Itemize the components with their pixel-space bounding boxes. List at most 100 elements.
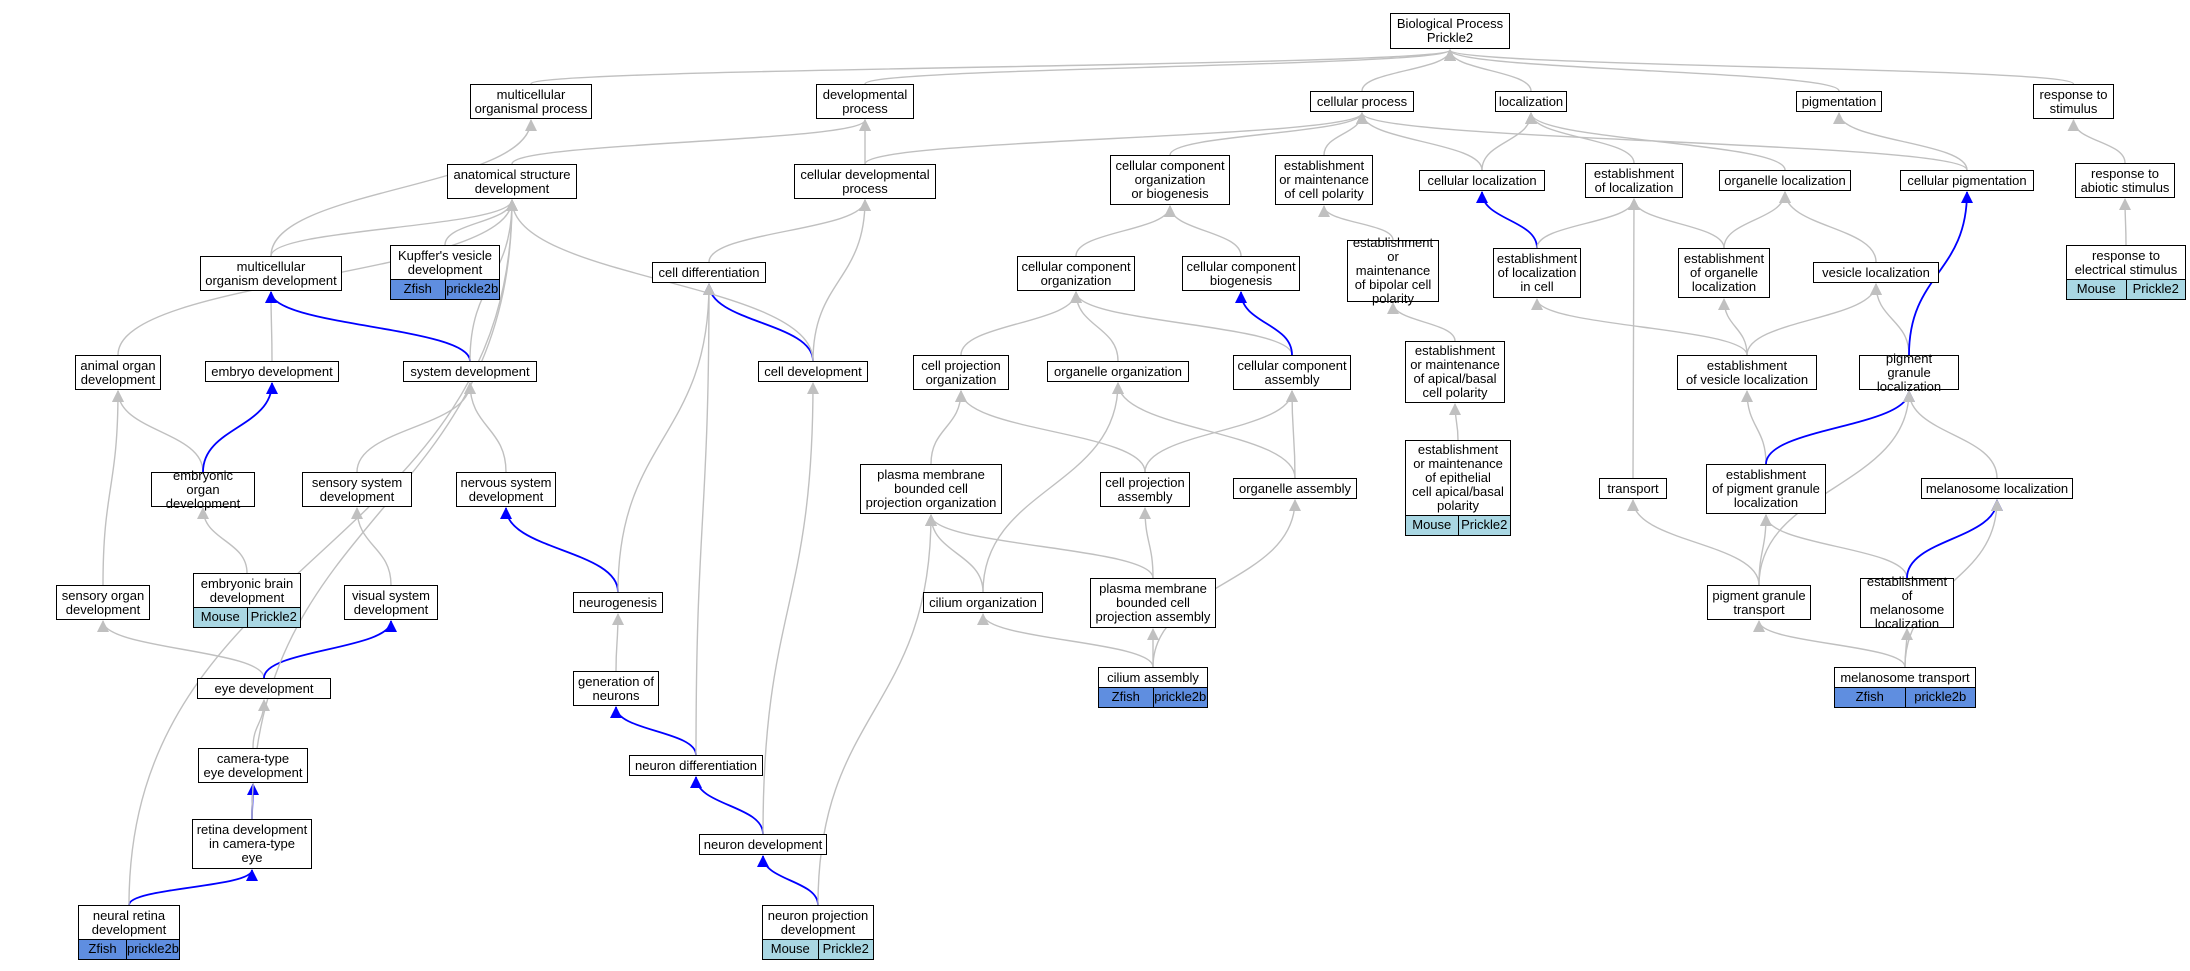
edge-neuron-differentiation-to-generation-of-neurons xyxy=(610,706,697,756)
go-term-est-maint-apical-basal-cell-polarity[interactable]: establishment or maintenance of apical/b… xyxy=(1405,341,1505,403)
go-term-kupffers-vesicle-development[interactable]: Kupffer's vesicle development xyxy=(390,245,500,280)
edge-cellular-developmental-process-to-cellular-process xyxy=(864,112,1368,165)
go-term-neuron-projection-development[interactable]: neuron projection development xyxy=(762,905,874,940)
go-term-establishment-of-localization-in-cell[interactable]: establishment of localization in cell xyxy=(1493,248,1581,298)
go-term-cellular-localization[interactable]: cellular localization xyxy=(1419,170,1545,191)
go-term-pigment-granule-localization[interactable]: pigment granule localization xyxy=(1859,351,1959,393)
go-term-est-maint-epithelial-cell-apical-basal-polarity[interactable]: establishment or maintenance of epitheli… xyxy=(1405,440,1511,516)
edge-eye-development-to-visual-system-development xyxy=(263,620,397,679)
go-term-generation-of-neurons[interactable]: generation of neurons xyxy=(573,671,659,706)
edge-developmental-process-to-bp-root xyxy=(864,49,1456,85)
go-term-developmental-process[interactable]: developmental process xyxy=(816,84,914,119)
go-term-cellular-component-assembly[interactable]: cellular component assembly xyxy=(1233,355,1351,390)
edge-cellular-component-biogenesis-to-cellular-component-org-biogenesis xyxy=(1164,205,1242,257)
go-term-cellular-pigmentation[interactable]: cellular pigmentation xyxy=(1900,170,2034,191)
go-term-embryonic-organ-development[interactable]: embryonic organ development xyxy=(151,468,255,510)
go-term-multicellular-organism-development[interactable]: multicellular organism development xyxy=(200,256,342,291)
edge-cellular-component-org-biogenesis-to-cellular-process xyxy=(1169,112,1368,156)
go-term-embryonic-brain-development[interactable]: embryonic brain development xyxy=(193,573,301,608)
go-term-response-to-abiotic-stimulus[interactable]: response to abiotic stimulus xyxy=(2075,163,2175,198)
go-term-animal-organ-development[interactable]: animal organ development xyxy=(75,355,161,390)
go-term-response-to-stimulus[interactable]: response to stimulus xyxy=(2033,84,2114,119)
go-term-transport[interactable]: transport xyxy=(1599,478,1667,499)
go-term-embryo-development[interactable]: embryo development xyxy=(205,361,339,382)
go-term-visual-system-development[interactable]: visual system development xyxy=(344,585,438,620)
go-term-cellular-component-org-biogenesis[interactable]: cellular component organization or bioge… xyxy=(1110,155,1230,205)
edge-camera-type-eye-development-to-eye-development xyxy=(252,699,270,749)
edge-pigment-granule-transport-to-pigment-granule-localization xyxy=(1758,390,1915,586)
go-term-organelle-localization[interactable]: organelle localization xyxy=(1719,170,1851,191)
annotation-species: Mouse xyxy=(1406,516,1458,535)
go-term-neurogenesis[interactable]: neurogenesis xyxy=(573,592,663,613)
edge-cellular-pigmentation-to-cellular-process xyxy=(1356,112,1968,171)
go-term-localization[interactable]: localization xyxy=(1495,91,1567,112)
go-term-cell-differentiation[interactable]: cell differentiation xyxy=(652,262,766,283)
go-term-bp-root[interactable]: Biological Process Prickle2 xyxy=(1390,13,1510,49)
go-term-sensory-organ-development[interactable]: sensory organ development xyxy=(56,585,150,620)
edge-pigmentation-to-bp-root xyxy=(1444,49,1840,92)
go-term-vesicle-localization[interactable]: vesicle localization xyxy=(1813,262,1939,283)
go-term-melanosome-transport[interactable]: melanosome transport xyxy=(1834,667,1976,688)
edge-anatomical-structure-development-to-developmental-process xyxy=(511,119,871,165)
go-term-cell-projection-assembly[interactable]: cell projection assembly xyxy=(1100,472,1190,507)
edge-establishment-of-vesicle-localization-to-establishment-of-organelle-localization xyxy=(1718,298,1748,356)
go-term-camera-type-eye-development[interactable]: camera-type eye development xyxy=(198,748,308,783)
annotation-gene: Prickle2 xyxy=(246,608,300,627)
edge-melanosome-transport-to-pigment-granule-transport xyxy=(1753,620,1906,668)
go-term-retina-development-in-camera-type-eye[interactable]: retina development in camera-type eye xyxy=(192,819,312,869)
go-term-cell-development[interactable]: cell development xyxy=(758,361,868,382)
edge-neuron-projection-development-to-neuron-development xyxy=(757,855,819,906)
go-term-cellular-process[interactable]: cellular process xyxy=(1310,91,1414,112)
edge-embryonic-organ-development-to-animal-organ-development xyxy=(112,390,204,473)
edge-organelle-assembly-to-cellular-component-assembly xyxy=(1286,390,1299,479)
go-term-sensory-system-development[interactable]: sensory system development xyxy=(302,472,412,507)
edge-establishment-of-vesicle-localization-to-establishment-of-localization-in-cell xyxy=(1531,298,1748,356)
annotation-gene: prickle2b xyxy=(125,940,179,959)
edge-system-development-to-multicellular-organism-development xyxy=(265,291,471,362)
go-term-eye-development[interactable]: eye development xyxy=(197,678,331,699)
go-term-cellular-component-organization[interactable]: cellular component organization xyxy=(1017,256,1135,291)
go-term-anatomical-structure-development[interactable]: anatomical structure development xyxy=(447,164,577,199)
edge-sensory-organ-development-to-animal-organ-development xyxy=(102,390,124,586)
edge-establishment-of-melanosome-localization-to-melanosome-localization xyxy=(1906,499,2003,579)
go-term-pigment-granule-transport[interactable]: pigment granule transport xyxy=(1707,585,1811,620)
go-term-response-to-electrical-stimulus[interactable]: response to electrical stimulus xyxy=(2066,245,2186,280)
edge-neurogenesis-to-nervous-system-development xyxy=(500,507,619,593)
go-term-cilium-assembly[interactable]: cilium assembly xyxy=(1098,667,1208,688)
go-term-establishment-of-pigment-granule-localization[interactable]: establishment of pigment granule localiz… xyxy=(1706,464,1826,514)
edge-kupffers-vesicle-development-to-anatomical-structure-development xyxy=(444,199,518,246)
go-term-cellular-developmental-process[interactable]: cellular developmental process xyxy=(794,164,936,199)
edge-est-maint-apical-basal-cell-polarity-to-est-maint-bipolar-cell-polarity xyxy=(1387,302,1456,342)
go-term-establishment-of-melanosome-localization[interactable]: establishment of melanosome localization xyxy=(1860,575,1954,631)
go-term-est-maint-cell-polarity[interactable]: establishment or maintenance of cell pol… xyxy=(1275,155,1373,205)
go-term-plasma-membrane-bounded-cell-projection-organization[interactable]: plasma membrane bounded cell projection … xyxy=(860,464,1002,514)
go-term-system-development[interactable]: system development xyxy=(403,361,537,382)
go-term-cellular-component-biogenesis[interactable]: cellular component biogenesis xyxy=(1182,256,1300,291)
go-term-plasma-membrane-bounded-cell-projection-assembly[interactable]: plasma membrane bounded cell projection … xyxy=(1090,578,1216,628)
go-term-pigmentation[interactable]: pigmentation xyxy=(1796,91,1882,112)
go-term-organelle-organization[interactable]: organelle organization xyxy=(1047,361,1189,382)
edge-establishment-of-localization-in-cell-to-establishment-of-localization xyxy=(1536,198,1640,249)
go-term-establishment-of-organelle-localization[interactable]: establishment of organelle localization xyxy=(1678,248,1770,298)
edge-embryonic-organ-development-to-embryo-development xyxy=(202,382,278,473)
edge-establishment-of-pigment-granule-localization-to-pigment-granule-localization xyxy=(1765,390,1915,465)
go-term-neuron-development[interactable]: neuron development xyxy=(699,834,827,855)
go-term-est-maint-bipolar-cell-polarity[interactable]: establishment or maintenance of bipolar … xyxy=(1347,236,1439,306)
go-term-cell-projection-organization[interactable]: cell projection organization xyxy=(913,355,1009,390)
go-term-cilium-organization[interactable]: cilium organization xyxy=(923,592,1043,613)
edge-vesicle-localization-to-organelle-localization xyxy=(1779,191,1877,263)
go-term-organelle-assembly[interactable]: organelle assembly xyxy=(1233,478,1357,499)
go-term-neuron-differentiation[interactable]: neuron differentiation xyxy=(629,755,763,776)
go-term-establishment-of-vesicle-localization[interactable]: establishment of vesicle localization xyxy=(1677,355,1817,390)
edge-response-to-abiotic-stimulus-to-response-to-stimulus xyxy=(2067,119,2126,164)
go-term-melanosome-localization[interactable]: melanosome localization xyxy=(1921,478,2073,499)
edge-neuron-development-to-cell-development xyxy=(762,382,819,835)
edge-response-to-electrical-stimulus-to-response-to-abiotic-stimulus xyxy=(2119,198,2132,246)
go-term-nervous-system-development[interactable]: nervous system development xyxy=(456,472,556,507)
go-term-multicellular-organismal-process[interactable]: multicellular organismal process xyxy=(470,84,592,119)
go-term-neural-retina-development[interactable]: neural retina development xyxy=(78,905,180,940)
edge-cilium-organization-to-plasma-membrane-bounded-cell-projection-organization xyxy=(925,514,984,593)
go-term-establishment-of-localization[interactable]: establishment of localization xyxy=(1585,163,1683,198)
